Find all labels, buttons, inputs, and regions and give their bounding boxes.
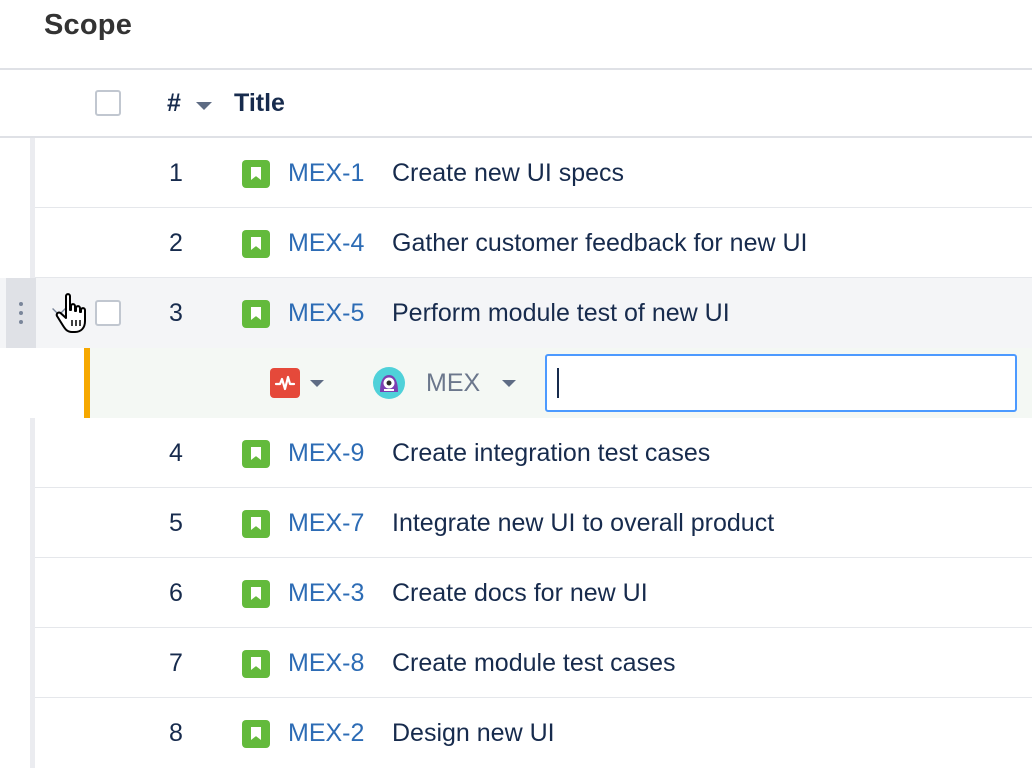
issue-summary[interactable]: Design new UI xyxy=(392,719,555,747)
row-gutter xyxy=(30,698,35,768)
inline-create-row: MEX xyxy=(84,348,1032,418)
project-picker[interactable]: MEX xyxy=(372,366,522,400)
issue-key-link[interactable]: MEX-2 xyxy=(288,719,365,747)
table-row[interactable]: 1 MEX-1 Create new UI specs xyxy=(0,138,1032,208)
row-gutter xyxy=(30,418,35,488)
table-row[interactable]: 8 MEX-2 Design new UI xyxy=(0,698,1032,768)
scope-title: Scope xyxy=(44,9,133,41)
issue-summary[interactable]: Gather customer feedback for new UI xyxy=(392,229,808,257)
issue-key-link[interactable]: MEX-9 xyxy=(288,439,365,467)
row-number: 2 xyxy=(169,229,183,257)
issue-type-picker[interactable] xyxy=(270,368,330,398)
row-gutter xyxy=(30,138,35,208)
text-caret xyxy=(557,368,559,398)
table-row[interactable]: 5 MEX-7 Integrate new UI to overall prod… xyxy=(0,488,1032,558)
row-number: 7 xyxy=(169,649,183,677)
table-row[interactable]: 7 MEX-8 Create module test cases xyxy=(0,628,1032,698)
chevron-down-icon[interactable] xyxy=(502,380,516,387)
issue-summary[interactable]: Create docs for new UI xyxy=(392,579,648,607)
row-number: 6 xyxy=(169,579,183,607)
issue-summary[interactable]: Perform module test of new UI xyxy=(392,299,730,327)
row-number: 1 xyxy=(169,159,183,187)
table-row[interactable]: 2 MEX-4 Gather customer feedback for new… xyxy=(0,208,1032,278)
row-number: 8 xyxy=(169,719,183,747)
table-row[interactable]: 6 MEX-3 Create docs for new UI xyxy=(0,558,1032,628)
bookmark-icon xyxy=(242,230,270,258)
column-header-number[interactable]: # xyxy=(167,89,181,117)
issue-summary[interactable]: Create module test cases xyxy=(392,649,676,677)
row-divider xyxy=(35,697,1032,698)
row-gutter xyxy=(30,628,35,698)
issue-key-link[interactable]: MEX-8 xyxy=(288,649,365,677)
bookmark-icon xyxy=(242,160,270,188)
monster-avatar-icon xyxy=(372,366,406,400)
issue-key-link[interactable]: MEX-4 xyxy=(288,229,365,257)
hand-cursor-icon xyxy=(55,293,86,333)
row-divider xyxy=(35,277,1032,278)
project-key: MEX xyxy=(426,369,481,397)
table-header: # Title xyxy=(0,68,1032,138)
row-divider xyxy=(35,627,1032,628)
table-row[interactable]: 4 MEX-9 Create integration test cases xyxy=(0,418,1032,488)
issue-key-link[interactable]: MEX-1 xyxy=(288,159,365,187)
row-divider xyxy=(35,487,1032,488)
issue-summary-input[interactable] xyxy=(545,354,1017,412)
issue-key-link[interactable]: MEX-5 xyxy=(288,299,365,327)
column-header-title: Title xyxy=(234,89,285,117)
bookmark-icon xyxy=(242,720,270,748)
row-gutter xyxy=(30,488,35,558)
chevron-down-icon[interactable] xyxy=(310,380,324,387)
sort-caret-icon[interactable] xyxy=(196,102,212,110)
bookmark-icon xyxy=(242,510,270,538)
issue-summary[interactable]: Create new UI specs xyxy=(392,159,625,187)
bookmark-icon xyxy=(242,650,270,678)
table-row-hovered[interactable]: 3 MEX-5 Perform module test of new UI xyxy=(0,278,1032,348)
drag-handle[interactable] xyxy=(6,278,36,348)
row-number: 5 xyxy=(169,509,183,537)
issue-summary[interactable]: Integrate new UI to overall product xyxy=(392,509,775,537)
row-checkbox[interactable] xyxy=(95,300,121,326)
row-divider xyxy=(35,207,1032,208)
row-number: 4 xyxy=(169,439,183,467)
issue-summary[interactable]: Create integration test cases xyxy=(392,439,711,467)
select-all-checkbox[interactable] xyxy=(95,90,121,116)
issue-key-link[interactable]: MEX-7 xyxy=(288,509,365,537)
grip-dot-icon xyxy=(19,311,23,315)
row-number: 3 xyxy=(169,299,183,327)
bookmark-icon xyxy=(242,300,270,328)
bookmark-icon xyxy=(242,580,270,608)
row-divider xyxy=(35,557,1032,558)
pulse-icon xyxy=(270,368,300,398)
grip-dot-icon xyxy=(19,320,23,324)
grip-dot-icon xyxy=(19,302,23,306)
issue-key-link[interactable]: MEX-3 xyxy=(288,579,365,607)
create-row-accent xyxy=(84,348,90,418)
bookmark-icon xyxy=(242,440,270,468)
row-gutter xyxy=(30,558,35,628)
row-gutter xyxy=(30,208,35,278)
